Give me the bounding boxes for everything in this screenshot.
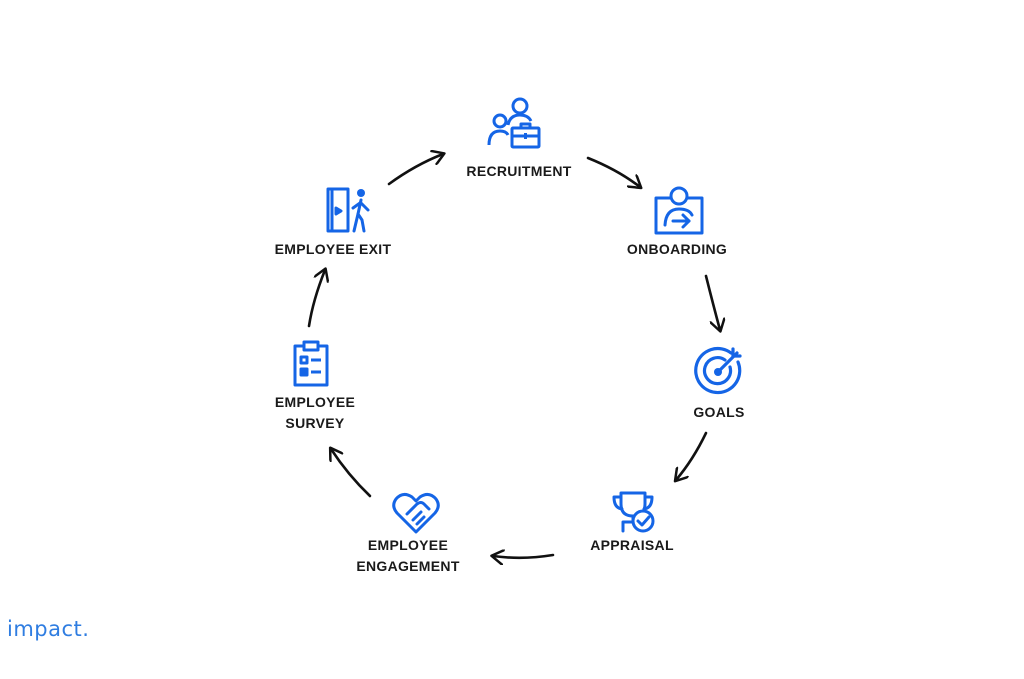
- arrow-goals-to-appraisal: [676, 431, 708, 480]
- trophy-check-icon: [612, 491, 655, 533]
- brand-logo: impact.: [7, 617, 90, 641]
- arrow-exit-to-recruitment: [387, 154, 443, 186]
- arrow-appraisal-to-engagement: [493, 555, 555, 558]
- arrow-onboarding-to-goals: [704, 274, 720, 330]
- person-screen-arrow-icon: [654, 186, 704, 235]
- target-icon: [694, 346, 742, 395]
- arrow-recruitment-to-onboarding: [586, 156, 640, 187]
- arrow-engagement-to-survey: [331, 449, 372, 498]
- stage-label-onboarding: ONBOARDING: [626, 241, 728, 257]
- stage-label-employee-survey: EMPLOYEE SURVEY: [274, 394, 356, 431]
- stage-label-recruitment: RECRUITMENT: [466, 163, 572, 179]
- arrow-survey-to-exit: [307, 270, 325, 328]
- stage-label-appraisal: APPRAISAL: [590, 537, 674, 553]
- stage-label-employee-engagement: EMPLOYEE ENGAGEMENT: [356, 537, 460, 574]
- clipboard-list-icon: [293, 340, 329, 387]
- stage-label-goals: GOALS: [693, 404, 745, 420]
- people-briefcase-icon: [487, 97, 541, 149]
- heart-handshake-icon: [392, 492, 440, 534]
- door-exit-icon: [326, 187, 370, 233]
- stage-label-employee-exit: EMPLOYEE EXIT: [274, 241, 392, 257]
